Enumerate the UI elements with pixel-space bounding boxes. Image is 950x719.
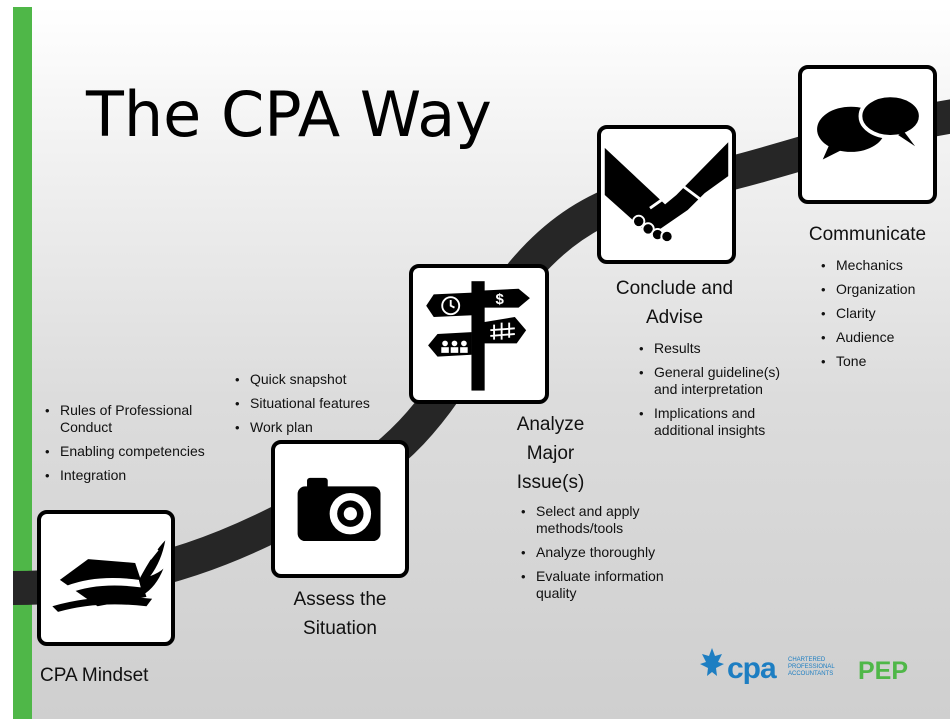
list-item: Audience [817, 329, 942, 346]
stage-bullets-analyze: Select and apply methods/tools Analyze t… [517, 503, 692, 609]
speech-bubbles-icon [798, 65, 937, 204]
list-item: Rules of Professional Conduct [41, 402, 206, 436]
list-item: Situational features [231, 395, 401, 412]
list-item: Results [635, 340, 805, 357]
list-item: Organization [817, 281, 942, 298]
maple-leaf-icon [700, 648, 724, 676]
list-item: Analyze thoroughly [517, 544, 692, 561]
list-item: Tone [817, 353, 942, 370]
list-item: Integration [41, 467, 206, 484]
handshake-icon [597, 125, 736, 264]
signpost-icon: $ [409, 264, 549, 404]
stage-label-analyze: Analyze Major Issue(s) [516, 414, 585, 493]
list-item: Implications and additional insights [635, 405, 805, 439]
stage-bullets-communicate: Mechanics Organization Clarity Audience … [817, 257, 942, 377]
list-item: Quick snapshot [231, 371, 401, 388]
camera-icon [271, 440, 409, 578]
cpa-logo-text: cpa [727, 652, 777, 685]
stage-label-conclude: Conclude and Advise [615, 278, 734, 328]
accent-bar [13, 7, 32, 719]
pep-logo: PEP [858, 657, 909, 685]
stage-label-assess: Assess the Situation [293, 589, 387, 639]
list-item: Evaluate information quality [517, 568, 692, 602]
stage-bullets-conclude: Results General guideline(s) and interpr… [635, 340, 805, 446]
cpa-logo-subtitle: CHARTERED PROFESSIONAL ACCOUNTANTS [788, 657, 835, 677]
stage-label-cpa-mindset: CPA Mindset [40, 665, 149, 686]
page-title: The CPA Way [86, 78, 492, 151]
list-item: General guideline(s) and interpretation [635, 364, 805, 398]
list-item: Clarity [817, 305, 942, 322]
svg-text:$: $ [496, 291, 505, 308]
stage-bullets-cpa-mindset: Rules of Professional Conduct Enabling c… [41, 402, 206, 491]
left-margin [0, 0, 13, 719]
list-item: Enabling competencies [41, 443, 206, 460]
feather-hat-icon [37, 510, 175, 646]
list-item: Work plan [231, 419, 401, 436]
stage-label-communicate: Communicate [808, 224, 927, 245]
stage-bullets-assess: Quick snapshot Situational features Work… [231, 371, 401, 443]
list-item: Mechanics [817, 257, 942, 274]
list-item: Select and apply methods/tools [517, 503, 692, 537]
